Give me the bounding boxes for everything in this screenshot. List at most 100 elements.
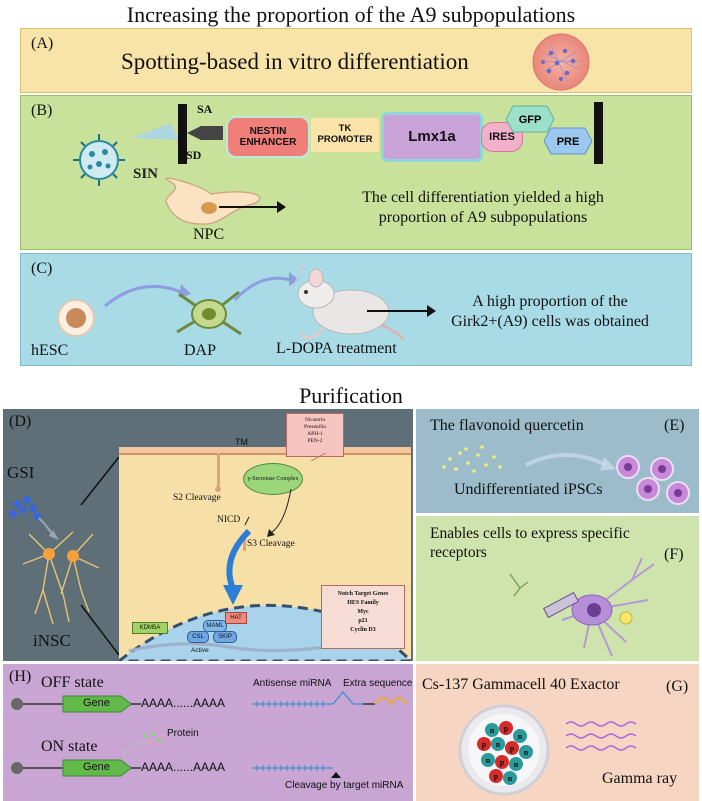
cleavage-label: Cleavage by target miRNA (285, 780, 404, 791)
panel-a-text: Spotting-based in vitro differentiation (121, 49, 469, 74)
insc-label: iNSC (33, 631, 71, 650)
panel-e-text1: The flavonoid quercetin (430, 417, 584, 434)
sd-label: SD (186, 148, 202, 162)
neutron-particle: n (509, 757, 523, 771)
panel-g-label: (G) (666, 678, 689, 695)
polya-off: AAAA......AAAA (141, 696, 226, 710)
ltr-right-bar (594, 102, 603, 164)
panel-f-text: Enables cells to express specific recept… (430, 525, 630, 561)
kdm5a-box: KDM5A (132, 622, 168, 634)
proton-particle: p (505, 741, 519, 755)
notch-cleavage-pathway (215, 453, 327, 551)
ldopa-label: L-DOPA treatment (276, 340, 397, 357)
panel-f: Enables cells to express specific recept… (416, 516, 699, 661)
gfp-label: GFP (519, 114, 542, 126)
protein-label: Protein (167, 728, 199, 739)
off-state-label: OFF state (41, 674, 104, 691)
svg-text:p: p (504, 724, 509, 733)
receptor-cell-illustration (509, 557, 655, 657)
panel-b: (B) SIN SA SD NESTIN ENHANCER TK PROMOTE… (20, 95, 692, 250)
gsi-label: GSI (7, 463, 35, 482)
panel-e-label: (E) (664, 417, 685, 434)
active-label: Active (191, 647, 209, 654)
purification-title: Purification (299, 383, 403, 408)
sin-label: SIN (133, 166, 159, 182)
result-arrowhead-c (427, 305, 436, 317)
cell-membrane (119, 447, 411, 455)
mouse-icon (291, 265, 406, 341)
mirna-switch-diagram (11, 690, 408, 778)
panel-b-result: The cell differentiation yielded a high … (362, 189, 604, 226)
notch-target-genes-box: Notch Target Genes HES Family Myc p21 Cy… (321, 585, 405, 649)
neutron-particle: n (503, 771, 517, 785)
gamma-ray-label: Gamma ray (602, 770, 678, 787)
result-arrow-c (367, 310, 429, 312)
svg-text:p: p (510, 744, 515, 753)
nucleons: n p n p n p n n p n p n (477, 721, 533, 785)
ires-box: IRES (481, 122, 523, 152)
panel-c: (C) hESC DAP L-DOPA treatment A high pro… (20, 253, 692, 366)
s2-cleavage-label: S2 Cleavage (173, 493, 221, 503)
gfp-hexagon: GFP (505, 105, 555, 133)
proton-particle: p (489, 769, 503, 783)
antisense-mirna-label: Antisense miRNA (253, 678, 332, 689)
figure-title: Increasing the proportion of the A9 subp… (126, 2, 576, 27)
proton-particle: p (477, 737, 491, 751)
panel-e: The flavonoid quercetin (E) Undifferenti… (416, 409, 699, 513)
panel-h: (H) OFF state ON state (3, 664, 413, 801)
neutron-particle: n (491, 737, 505, 751)
panel-d: (D) GSI iNSC TM Nicastrin Presenilin APH… (3, 409, 413, 661)
npc-cell-icon (165, 177, 261, 225)
proton-particle: p (495, 755, 509, 769)
spotting-dish-icon (532, 33, 590, 91)
s3-cleavage-label: S3 Cleavage (247, 539, 295, 549)
svg-text:p: p (494, 772, 499, 781)
svg-text:n: n (518, 732, 523, 741)
splice-site-shape (187, 126, 223, 140)
svg-text:n: n (508, 774, 513, 783)
ltr-left-bar (178, 104, 187, 164)
svg-text:p: p (482, 740, 487, 749)
result-arrow-b (219, 206, 279, 208)
panel-g-text: Cs-137 Gammacell 40 Exactor (422, 676, 620, 693)
quercetin-iPSC-illustration (442, 445, 690, 505)
secretase-complex-ellipse: γ-Secretase Complex (243, 463, 303, 495)
neutron-particle: n (485, 723, 499, 737)
neutron-particle: n (519, 745, 533, 759)
hesc-label: hESC (31, 342, 69, 359)
gsi-neuron-icon (9, 496, 100, 625)
gene-label-off: Gene (83, 697, 110, 709)
lentivirus-icon (73, 123, 179, 186)
panel-a: (A) Spotting-based in vitro differentiat… (20, 28, 692, 93)
sa-label: SA (197, 102, 213, 116)
gammacell-illustration: n p n p n p n n p n p n (458, 704, 637, 796)
lmx1a-box: Lmx1a (381, 112, 483, 162)
gamma-waves (565, 721, 637, 751)
svg-text:n: n (514, 760, 519, 769)
svg-text:n: n (496, 740, 501, 749)
on-state-label: ON state (41, 738, 98, 755)
neutron-particle: n (481, 753, 495, 767)
zoom-lines (80, 456, 120, 656)
svg-text:n: n (490, 726, 495, 735)
pre-label: PRE (557, 136, 580, 148)
gene-label-on: Gene (83, 761, 110, 773)
nuclear-entry-arrow (223, 529, 252, 605)
pre-hexagon: PRE (543, 127, 593, 155)
svg-text:n: n (486, 756, 491, 765)
panel-a-label: (A) (31, 35, 54, 52)
hesc-cell-icon (57, 299, 95, 337)
panel-h-label: (H) (9, 668, 32, 685)
tm-label: TM (235, 437, 248, 447)
extra-sequence-label: Extra sequence (343, 678, 413, 689)
polya-on: AAAA......AAAA (141, 760, 226, 774)
tk-promoter-box: TK PROMOTER (311, 118, 379, 152)
panel-g: Cs-137 Gammacell 40 Exactor (G) n p n p … (416, 664, 699, 801)
csl-box: CSL (187, 631, 209, 643)
svg-text:p: p (500, 758, 505, 767)
proton-particle: p (499, 721, 513, 735)
nestin-enhancer-box: NESTIN ENHANCER (226, 116, 310, 158)
secretase-components-box: Nicastrin Presenilin APH-1 PEN-2 (286, 413, 344, 457)
arrow-dap-mouse (233, 272, 299, 302)
panel-f-label: (F) (664, 546, 684, 563)
